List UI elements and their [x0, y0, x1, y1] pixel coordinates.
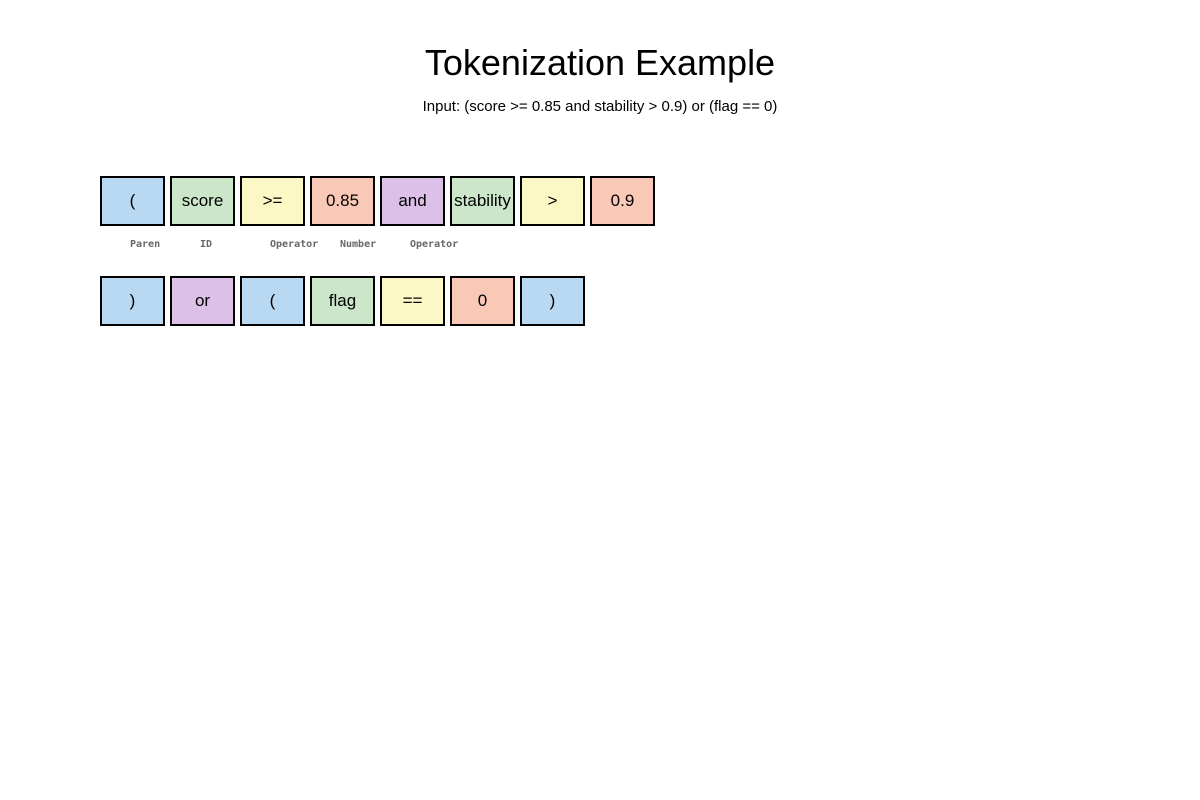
token-type-label: Operator	[410, 239, 459, 250]
figure-subtitle: Input: (score >= 0.85 and stability > 0.…	[422, 98, 778, 115]
token-box: )	[520, 276, 585, 326]
token-box: (	[100, 176, 165, 226]
token-box: or	[170, 276, 235, 326]
token-box: ==	[380, 276, 445, 326]
token-box: flag	[310, 276, 375, 326]
token-box: score	[170, 176, 235, 226]
token-box: >	[520, 176, 585, 226]
token-type-label: ID	[200, 239, 213, 250]
token-box: 0.9	[590, 176, 655, 226]
token-box: )	[100, 276, 165, 326]
token-box: and	[380, 176, 445, 226]
token-box: >=	[240, 176, 305, 226]
token-type-label: Operator	[270, 239, 319, 250]
figure-title: Tokenization Example	[424, 42, 776, 83]
token-type-label: Number	[340, 239, 377, 250]
token-box: 0.85	[310, 176, 375, 226]
token-box: stability	[450, 176, 515, 226]
token-box: 0	[450, 276, 515, 326]
token-type-label: Paren	[130, 239, 161, 250]
token-box: (	[240, 276, 305, 326]
